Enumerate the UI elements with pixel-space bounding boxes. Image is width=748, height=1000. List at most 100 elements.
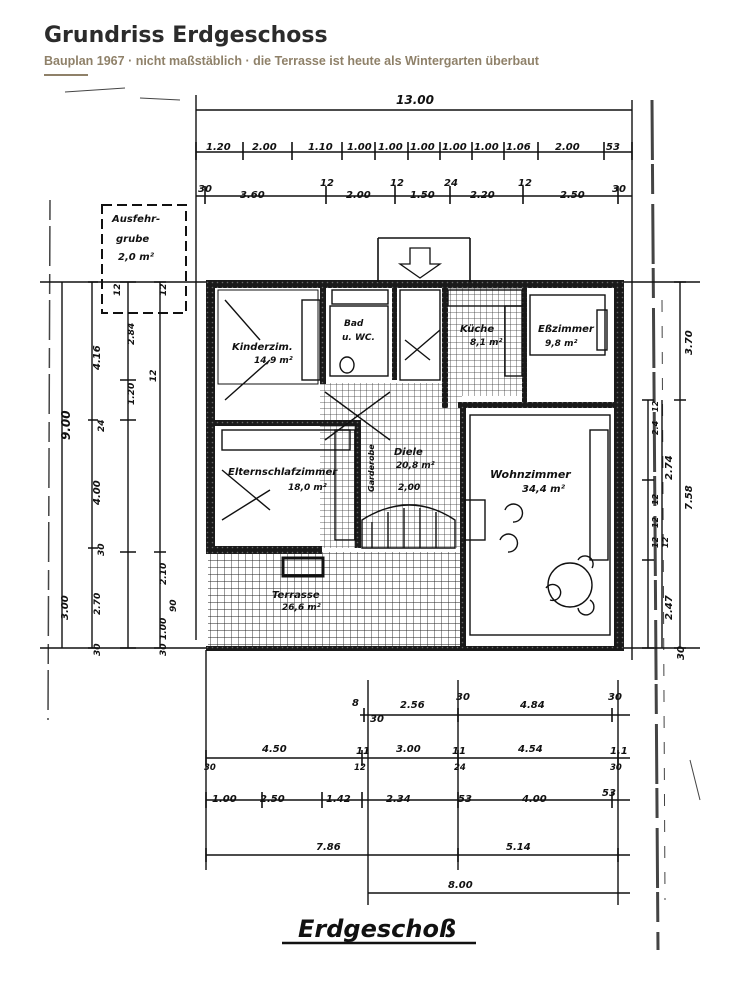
- plan-labels: 13.00 1.20 2.00 1.10 1.00 1.00 1.00 1.00…: [59, 93, 695, 943]
- svg-text:30: 30: [612, 184, 626, 195]
- dim-bottom-row3: 1.00 2.50 1.42 2.34 53 4.00 53: [212, 788, 616, 805]
- room-garderobe: Garderobe: [367, 444, 376, 492]
- svg-text:1.00: 1.00: [410, 142, 435, 153]
- svg-text:11: 11: [452, 746, 466, 757]
- dim-right-main: 3.70 2.74 7.58 2.47 30: [664, 330, 695, 660]
- svg-text:12: 12: [651, 400, 660, 412]
- svg-text:4.00: 4.00: [521, 794, 547, 805]
- walls: [206, 280, 624, 651]
- svg-text:1.00: 1.00: [442, 142, 467, 153]
- ausfuehrgrube-box: [101, 204, 187, 314]
- svg-text:2.50: 2.50: [560, 190, 585, 201]
- ausfuehrgrube-line1: Ausfehr-: [111, 214, 160, 225]
- svg-text:12: 12: [661, 536, 670, 548]
- svg-text:30: 30: [610, 763, 622, 773]
- dim-top-row1: 1.20 2.00 1.10 1.00 1.00 1.00 1.00 1.00 …: [206, 142, 620, 153]
- svg-text:12: 12: [320, 178, 334, 189]
- svg-text:11: 11: [356, 746, 370, 757]
- svg-text:12: 12: [651, 516, 660, 528]
- svg-text:3.00: 3.00: [396, 744, 421, 755]
- svg-text:30: 30: [676, 646, 687, 660]
- dim-bottom-row2: 4.50 11 3.00 11 4.54 1.1: [261, 744, 628, 757]
- room-diele-area: 20,8 m²: [396, 461, 435, 471]
- room-kueche: Küche: [460, 324, 494, 335]
- svg-text:30: 30: [93, 643, 103, 656]
- dim-left-small: 12 12 12 2.10 90 1.00 30: [113, 283, 179, 656]
- svg-text:2.00: 2.00: [346, 190, 371, 201]
- dim-left-inner: 2.84 1.20 24 30 2.70 30: [93, 323, 137, 656]
- svg-text:1.06: 1.06: [506, 142, 531, 153]
- dim-overall-depth: 9.00: [59, 410, 73, 440]
- svg-text:12: 12: [159, 283, 169, 296]
- svg-text:7.58: 7.58: [684, 485, 695, 510]
- svg-text:3.00: 3.00: [60, 595, 71, 620]
- svg-text:24: 24: [444, 178, 458, 189]
- svg-text:4.50: 4.50: [261, 744, 287, 755]
- svg-text:2.10: 2.10: [159, 563, 169, 585]
- svg-text:1.1: 1.1: [610, 746, 628, 757]
- terrace-grill: [281, 556, 325, 578]
- page-title: Grundriss Erdgeschoss: [44, 23, 328, 48]
- room-terrasse: Terrasse: [272, 590, 320, 601]
- ausfuehrgrube-line3: 2,0 m²: [118, 252, 155, 263]
- svg-text:2.20: 2.20: [470, 190, 495, 201]
- svg-text:30: 30: [159, 643, 169, 656]
- svg-text:12: 12: [390, 178, 404, 189]
- dim-bottom-row4: 7.86 5.14: [316, 842, 531, 853]
- room-wohnzimmer-area: 34,4 m²: [522, 484, 566, 495]
- room-labels: Kinderzim. 14,9 m² Bad u. WC. Küche 8,1 …: [111, 214, 595, 613]
- room-elternschlafzimmer: Elternschlafzimmer: [228, 467, 338, 478]
- svg-text:8: 8: [352, 698, 359, 709]
- svg-text:4.84: 4.84: [519, 700, 545, 711]
- svg-text:30: 30: [198, 184, 212, 195]
- svg-text:1.00: 1.00: [347, 142, 372, 153]
- header: Grundriss Erdgeschoss Bauplan 1967 · nic…: [44, 22, 724, 76]
- room-wohnzimmer: Wohnzimmer: [490, 468, 571, 481]
- svg-text:30: 30: [456, 692, 470, 703]
- svg-text:2.00: 2.00: [555, 142, 580, 153]
- svg-text:12: 12: [518, 178, 532, 189]
- svg-text:12: 12: [651, 536, 660, 548]
- svg-text:30: 30: [370, 714, 384, 725]
- svg-text:2.50: 2.50: [260, 794, 285, 805]
- dimension-ticks: [88, 142, 686, 862]
- hall-tiles: [320, 383, 462, 548]
- svg-text:12: 12: [354, 763, 366, 773]
- dim-top-row2: 30 3.60 12 2.00 12 1.50 24 2.20 12 2.50 …: [198, 178, 626, 201]
- svg-text:2.56: 2.56: [400, 700, 425, 711]
- room-terrasse-area: 26,6 m²: [282, 603, 321, 613]
- room-esszimmer: Eßzimmer: [538, 324, 595, 335]
- svg-text:2.74: 2.74: [664, 455, 675, 480]
- svg-text:53: 53: [606, 142, 620, 153]
- dim-overall-width: 13.00: [396, 93, 434, 107]
- room-kinderzimmer-area: 14,9 m²: [254, 356, 293, 366]
- room-kueche-area: 8,1 m²: [470, 338, 502, 348]
- svg-text:1.20: 1.20: [206, 142, 231, 153]
- svg-text:1.42: 1.42: [326, 794, 351, 805]
- room-diele-height: 2,00: [398, 483, 420, 493]
- svg-text:1.10: 1.10: [308, 142, 333, 153]
- room-elternschlafzimmer-area: 18,0 m²: [288, 483, 327, 493]
- scan-artifacts: [47, 87, 701, 951]
- svg-text:24: 24: [97, 419, 107, 432]
- dim-bottom-overall: 8.00: [448, 880, 473, 891]
- svg-text:5.14: 5.14: [506, 842, 531, 853]
- svg-text:7.86: 7.86: [316, 842, 341, 853]
- svg-text:1.00: 1.00: [378, 142, 403, 153]
- svg-text:2.47: 2.47: [664, 595, 675, 620]
- svg-text:12: 12: [651, 493, 660, 505]
- svg-text:90: 90: [169, 599, 179, 612]
- svg-text:3.60: 3.60: [240, 190, 265, 201]
- svg-text:4.00: 4.00: [92, 480, 103, 506]
- svg-text:3.70: 3.70: [684, 330, 695, 355]
- title-underline: [44, 74, 88, 76]
- entrance-porch: [377, 237, 471, 282]
- svg-text:24: 24: [454, 763, 466, 773]
- svg-text:12: 12: [149, 369, 159, 382]
- room-kinderzimmer: Kinderzim.: [232, 342, 293, 353]
- svg-text:4.16: 4.16: [92, 345, 103, 371]
- svg-text:53: 53: [602, 788, 616, 799]
- page-subtitle: Bauplan 1967 · nicht maßstäblich · die T…: [44, 54, 539, 68]
- svg-text:2.4: 2.4: [651, 420, 660, 435]
